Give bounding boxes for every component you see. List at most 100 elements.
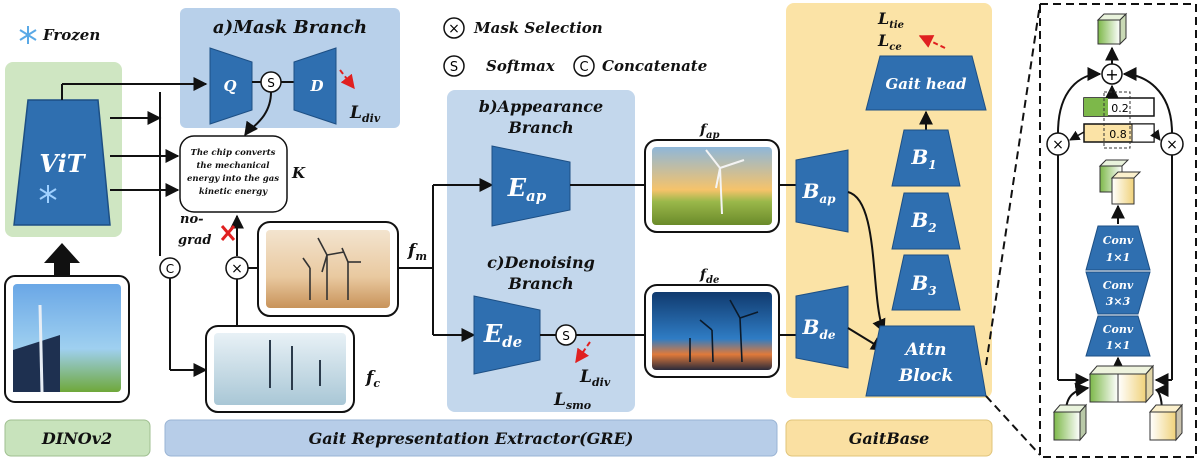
b1-block — [891, 129, 961, 187]
fm-label: fm — [407, 241, 427, 263]
concat-node-letter: C — [166, 262, 174, 276]
fc-image — [214, 333, 346, 405]
conv3-block — [1085, 315, 1151, 357]
denoising-branch-title: c)Denoising — [487, 253, 595, 272]
concat-symbol-letter: C — [579, 60, 588, 75]
gait-head-label: Gait head — [885, 75, 967, 93]
mask-selection-label: Mask Selection — [473, 19, 603, 37]
gait-head-block — [865, 55, 987, 111]
cube-concat — [1088, 364, 1155, 404]
d-label: D — [309, 77, 323, 95]
x-icon: × — [1052, 137, 1064, 153]
tie-loss: Ltie — [877, 9, 904, 31]
e-de-block — [473, 295, 541, 375]
b2-block — [891, 192, 961, 250]
b1-label: B1 — [910, 145, 936, 172]
turbine-shape — [302, 237, 361, 300]
k-label: K — [291, 164, 306, 182]
conv1-block — [1085, 225, 1151, 271]
conv2-block — [1085, 271, 1151, 315]
b-de-block — [795, 285, 849, 369]
x-icon: × — [448, 21, 460, 37]
b3-block — [891, 254, 961, 311]
x-icon: × — [231, 261, 243, 277]
b-ap-block — [795, 149, 849, 233]
b-de-label: Bde — [802, 315, 836, 342]
vit-label: ViT — [39, 149, 86, 178]
concat-symbol — [573, 55, 595, 77]
softmax-symbol-letter: S — [450, 60, 458, 75]
cube-output — [1096, 12, 1128, 46]
add-node — [1101, 63, 1123, 85]
zoom-line-top — [985, 3, 1041, 366]
fap-label: fap — [699, 122, 720, 141]
b-ap-label: Bap — [801, 179, 836, 206]
weight-bottom-label: 0.8 — [1109, 128, 1127, 141]
svg-text:kinetic energy: kinetic energy — [199, 187, 268, 197]
appearance-branch-title-2: Branch — [507, 118, 573, 137]
snowflake-icon — [19, 26, 37, 44]
mask-branch-title: a)Mask Branch — [213, 17, 367, 38]
q-label: Q — [223, 77, 236, 95]
no-grad-label: no- — [180, 212, 204, 227]
d-block — [293, 47, 337, 125]
fap-image — [652, 147, 772, 225]
weight-top-label: 0.2 — [1111, 102, 1129, 115]
q-block — [209, 47, 253, 125]
fc-label: fc — [365, 368, 380, 390]
e-ap-label: Eap — [507, 173, 547, 205]
fm-image — [266, 230, 390, 308]
conv2-label: Conv — [1103, 279, 1134, 292]
gre-footer — [164, 419, 778, 457]
no-grad-label-2: grad — [178, 233, 211, 248]
softmax-label: Softmax — [486, 57, 556, 75]
attn-detail-frame — [1039, 3, 1197, 458]
conv1-size: 1×1 — [1106, 251, 1131, 264]
plus-icon: + — [1105, 65, 1118, 84]
mask-selection-symbol — [443, 17, 465, 39]
snowflake-icon — [39, 185, 57, 203]
gaitbase-footer-label: GaitBase — [849, 429, 930, 448]
turbine-shape — [705, 149, 745, 215]
vit-block — [13, 99, 111, 226]
denoising-branch-title-2: Branch — [507, 274, 573, 293]
e-de-label: Ede — [483, 319, 522, 351]
zoom-line-bottom — [985, 395, 1041, 456]
svg-text:The chip converts: The chip converts — [191, 148, 276, 158]
solar-panel-shape — [13, 335, 60, 392]
b2-label: B2 — [910, 208, 936, 235]
softmax-symbol — [443, 55, 465, 77]
gre-footer-label: Gait Representation Extractor(GRE) — [309, 429, 634, 448]
dinov2-footer-label: DINOv2 — [41, 429, 112, 448]
conv2-size: 3×3 — [1106, 295, 1131, 308]
turbine-tower — [38, 304, 44, 393]
cube-input-yellow — [1148, 403, 1184, 442]
b3-label: B3 — [910, 271, 936, 298]
text-prompt: The chip converts the mechanical energy … — [187, 148, 279, 197]
softmax-node-denoise-letter: S — [562, 329, 570, 343]
frozen-label: Frozen — [42, 26, 100, 44]
ce-loss: Lce — [877, 31, 902, 53]
conv3-label: Conv — [1103, 323, 1134, 336]
dinov2-footer — [4, 419, 151, 457]
mask-loss: Ldiv — [349, 103, 381, 125]
appearance-branch-title: b)Appearance — [479, 97, 603, 116]
svg-text:the mechanical: the mechanical — [196, 161, 270, 171]
stop-gradient-icon — [220, 225, 236, 241]
conv3-size: 1×1 — [1106, 339, 1131, 352]
turbine-shape — [689, 299, 759, 363]
fde-label: fde — [699, 267, 719, 286]
cube-input-green — [1052, 403, 1088, 442]
conv1-label: Conv — [1103, 234, 1134, 247]
svg-text:energy into the gas: energy into the gas — [187, 174, 279, 184]
softmax-node-letter: S — [267, 76, 275, 90]
e-ap-block — [491, 145, 571, 227]
denoise-div-loss: Ldiv — [579, 367, 611, 389]
attn-label: Attn — [904, 340, 947, 360]
gaitbase-footer — [785, 419, 993, 457]
attn-label-2: Block — [898, 366, 953, 386]
cube-pair — [1098, 159, 1142, 205]
offshore-turbine-shape — [269, 340, 321, 390]
